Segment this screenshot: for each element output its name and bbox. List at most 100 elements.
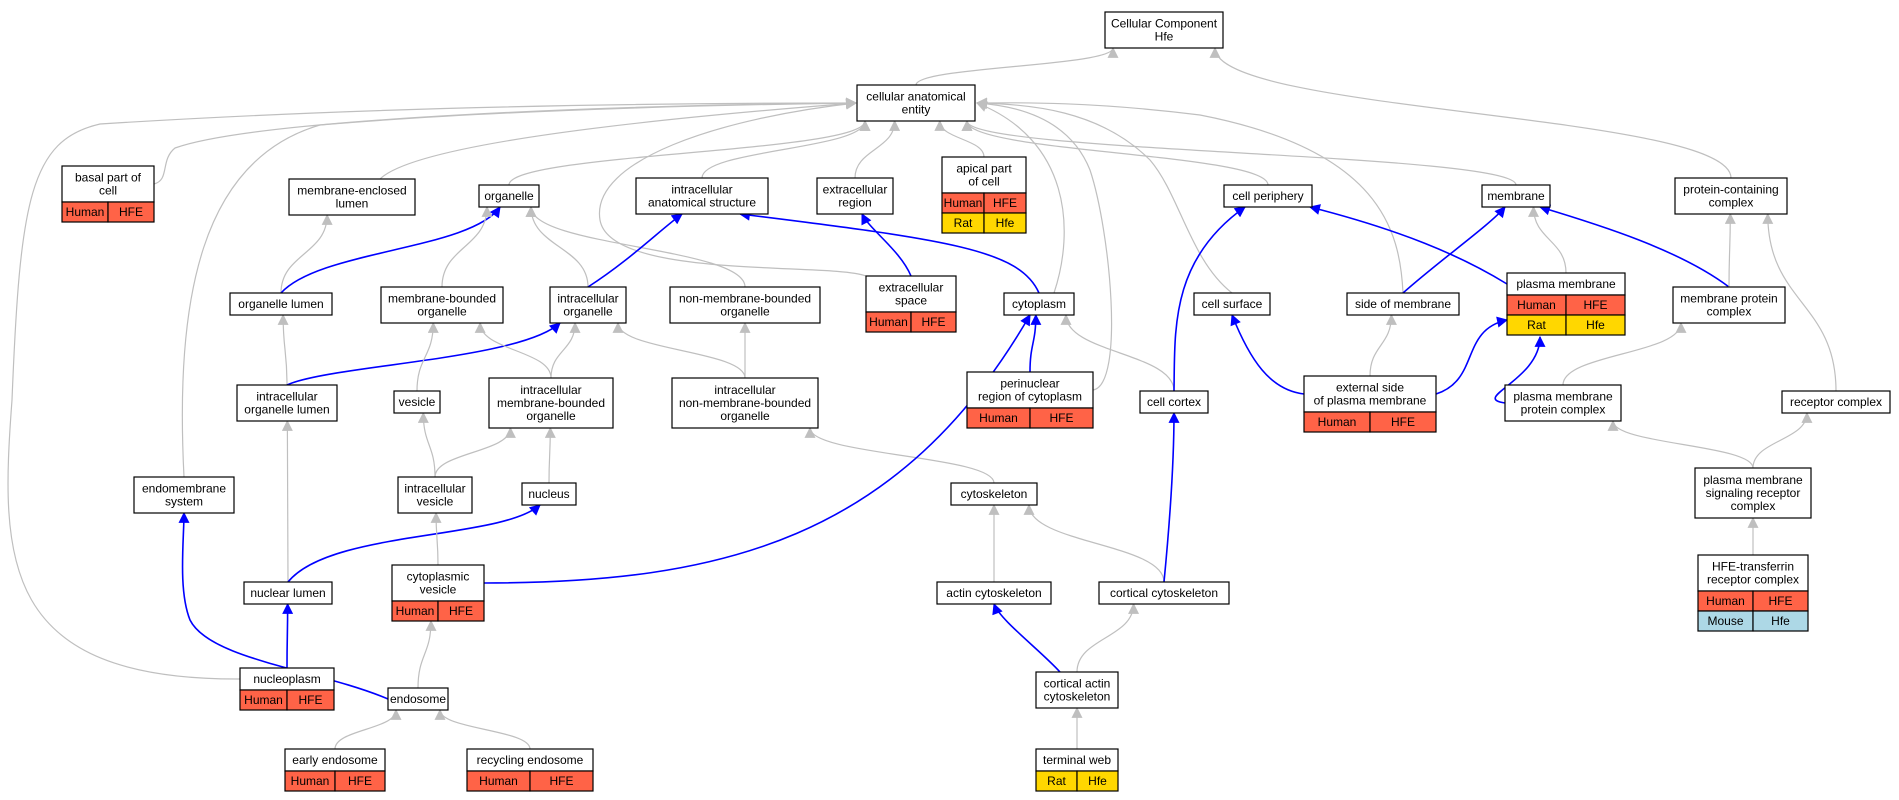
node-label-line: cell surface: [1202, 297, 1263, 311]
node-label-line: apical part: [956, 162, 1012, 176]
node-cytoplasm[interactable]: cytoplasm: [1003, 292, 1075, 316]
edge-cv-to-cytoplasm: [483, 314, 1031, 584]
node-cytoskeleton[interactable]: cytoskeleton: [950, 482, 1038, 506]
node-cp[interactable]: cell periphery: [1223, 184, 1313, 208]
node-cs[interactable]: cell surface: [1193, 292, 1271, 316]
node-label-line: cytoplasmic: [407, 570, 470, 584]
node-box: [1346, 292, 1460, 316]
edge-nmbo-to-organelle: [525, 205, 746, 288]
node-ol[interactable]: organelle lumen: [229, 292, 333, 316]
node-nucleus[interactable]: nucleus: [521, 482, 577, 506]
node-box: [865, 275, 957, 313]
edge-ecs-to-ecr: [861, 213, 912, 277]
node-label-line: perinuclear: [1000, 377, 1059, 391]
node-organelle[interactable]: organelle: [478, 184, 540, 208]
node-cc[interactable]: cell cortex: [1139, 390, 1209, 414]
node-box: [229, 292, 333, 316]
node-endosome[interactable]: endosome: [387, 687, 449, 711]
node-box: [635, 177, 769, 215]
node-membrane[interactable]: membrane: [1481, 184, 1551, 208]
edge-som-to-membrane: [1402, 206, 1506, 294]
node-nl[interactable]: nuclear lumen: [243, 581, 333, 605]
node-box: [1104, 11, 1224, 49]
node-label-line: of plasma membrane: [1314, 394, 1427, 408]
node-ccs[interactable]: cortical cytoskeleton: [1098, 581, 1230, 605]
node-som[interactable]: side of membrane: [1346, 292, 1460, 316]
species-cell: [286, 689, 335, 711]
node-box: [1139, 390, 1209, 414]
species-name: Human: [66, 205, 105, 219]
node-label-line: cellular anatomical: [866, 90, 965, 104]
node-box: [1098, 581, 1230, 605]
edge-cae-to-root: [915, 46, 1119, 86]
node-label-line: side of membrane: [1355, 297, 1451, 311]
node-label-line: region: [838, 196, 871, 210]
node-acs[interactable]: actin cytoskeleton: [936, 581, 1052, 605]
node-box: [133, 476, 235, 514]
node-label-line: recycling endosome: [477, 753, 584, 767]
node-label-line: cortical actin: [1044, 677, 1111, 691]
node-label-line: anatomical structure: [648, 196, 756, 210]
edge-espm-to-cs: [1230, 313, 1305, 395]
edge-nucleus-to-imbo: [544, 426, 556, 484]
node-box: [288, 178, 416, 216]
node-label-line: intracellular: [404, 482, 465, 496]
node-box: [488, 377, 614, 429]
edge-np-to-cae: [7, 97, 858, 680]
node-box: [856, 84, 976, 122]
gene-symbol: HFE: [993, 196, 1017, 210]
species-name: Human: [396, 604, 435, 618]
node-box: [1697, 554, 1809, 592]
node-rc[interactable]: receptor complex: [1781, 390, 1891, 414]
node-inmbo[interactable]: intracellularnon-membrane-boundedorganel…: [671, 377, 819, 429]
node-label-line: signaling receptor: [1706, 486, 1801, 500]
node-label-line: endosome: [390, 692, 446, 706]
edge-cp-to-cae: [961, 119, 1269, 186]
species-name: Mouse: [1707, 614, 1743, 628]
node-box: [1303, 375, 1437, 413]
node-label-line: plasma membrane: [1516, 277, 1616, 291]
node-box: [236, 384, 338, 422]
node-label-line: endomembrane: [142, 482, 226, 496]
node-label-line: plasma membrane: [1513, 390, 1613, 404]
node-vesicle[interactable]: vesicle: [393, 390, 441, 414]
edge-espm-to-som: [1369, 313, 1397, 377]
node-box: [380, 286, 504, 324]
node-label-line: actin cytoskeleton: [946, 586, 1041, 600]
edge-pm-to-cp: [1308, 204, 1508, 285]
node-label-line: Hfe: [1155, 30, 1174, 44]
gene-symbol: Hfe: [996, 216, 1015, 230]
node-label-line: region of cytoplasm: [978, 390, 1082, 404]
edge-vesicle-to-mbo: [416, 321, 439, 392]
edge-iv-to-vesicle: [417, 411, 436, 478]
